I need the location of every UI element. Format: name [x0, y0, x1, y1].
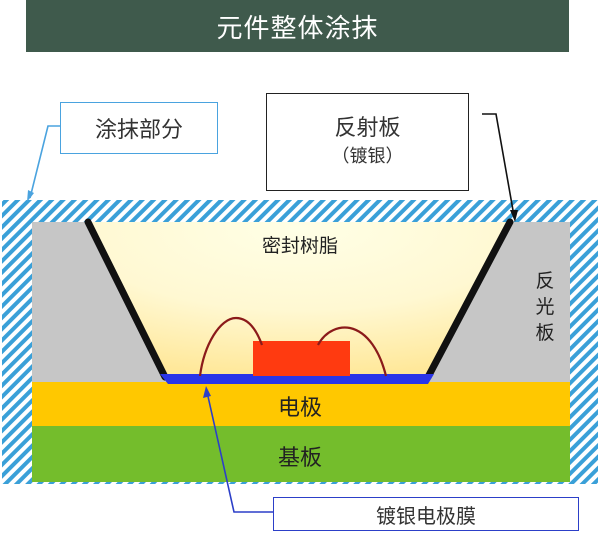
silver-film-callout-line [206, 391, 273, 513]
reflector-wall-left [84, 218, 169, 381]
coated-area-label: 涂抹部分 [94, 118, 183, 143]
led-chip [253, 341, 350, 376]
page-title: 元件整体涂抹 [26, 0, 569, 52]
silver-film [160, 374, 434, 384]
substrate-label: 基板 [277, 446, 322, 471]
resin-cavity [88, 222, 510, 376]
reflector-callout-arrow [510, 210, 518, 222]
coating-callout-line [29, 125, 60, 199]
reflector-label: 反射板 [334, 116, 401, 141]
bond-wire-right [317, 326, 388, 377]
silver-film-label-box: 镀银电极膜 [273, 497, 579, 531]
reflector-wall-right [424, 218, 514, 381]
coated-area-label-box: 涂抹部分 [60, 102, 218, 154]
substrate-layer [32, 426, 570, 482]
silver-film-label: 镀银电极膜 [376, 503, 476, 528]
electrode-label: 电极 [277, 396, 322, 421]
side-reflector-label: 反光板 [535, 270, 555, 344]
resin-label: 密封树脂 [261, 235, 338, 257]
reflector-label-box: 反射板 （镀银） [266, 93, 469, 191]
silver-film-callout-arrow [203, 386, 211, 398]
bond-wire-left [198, 316, 264, 377]
reflector-callout-line [482, 113, 515, 217]
electrode-layer [32, 382, 570, 426]
reflector-plating-note: （镀银） [331, 146, 404, 167]
coating-callout-arrow [27, 190, 34, 202]
